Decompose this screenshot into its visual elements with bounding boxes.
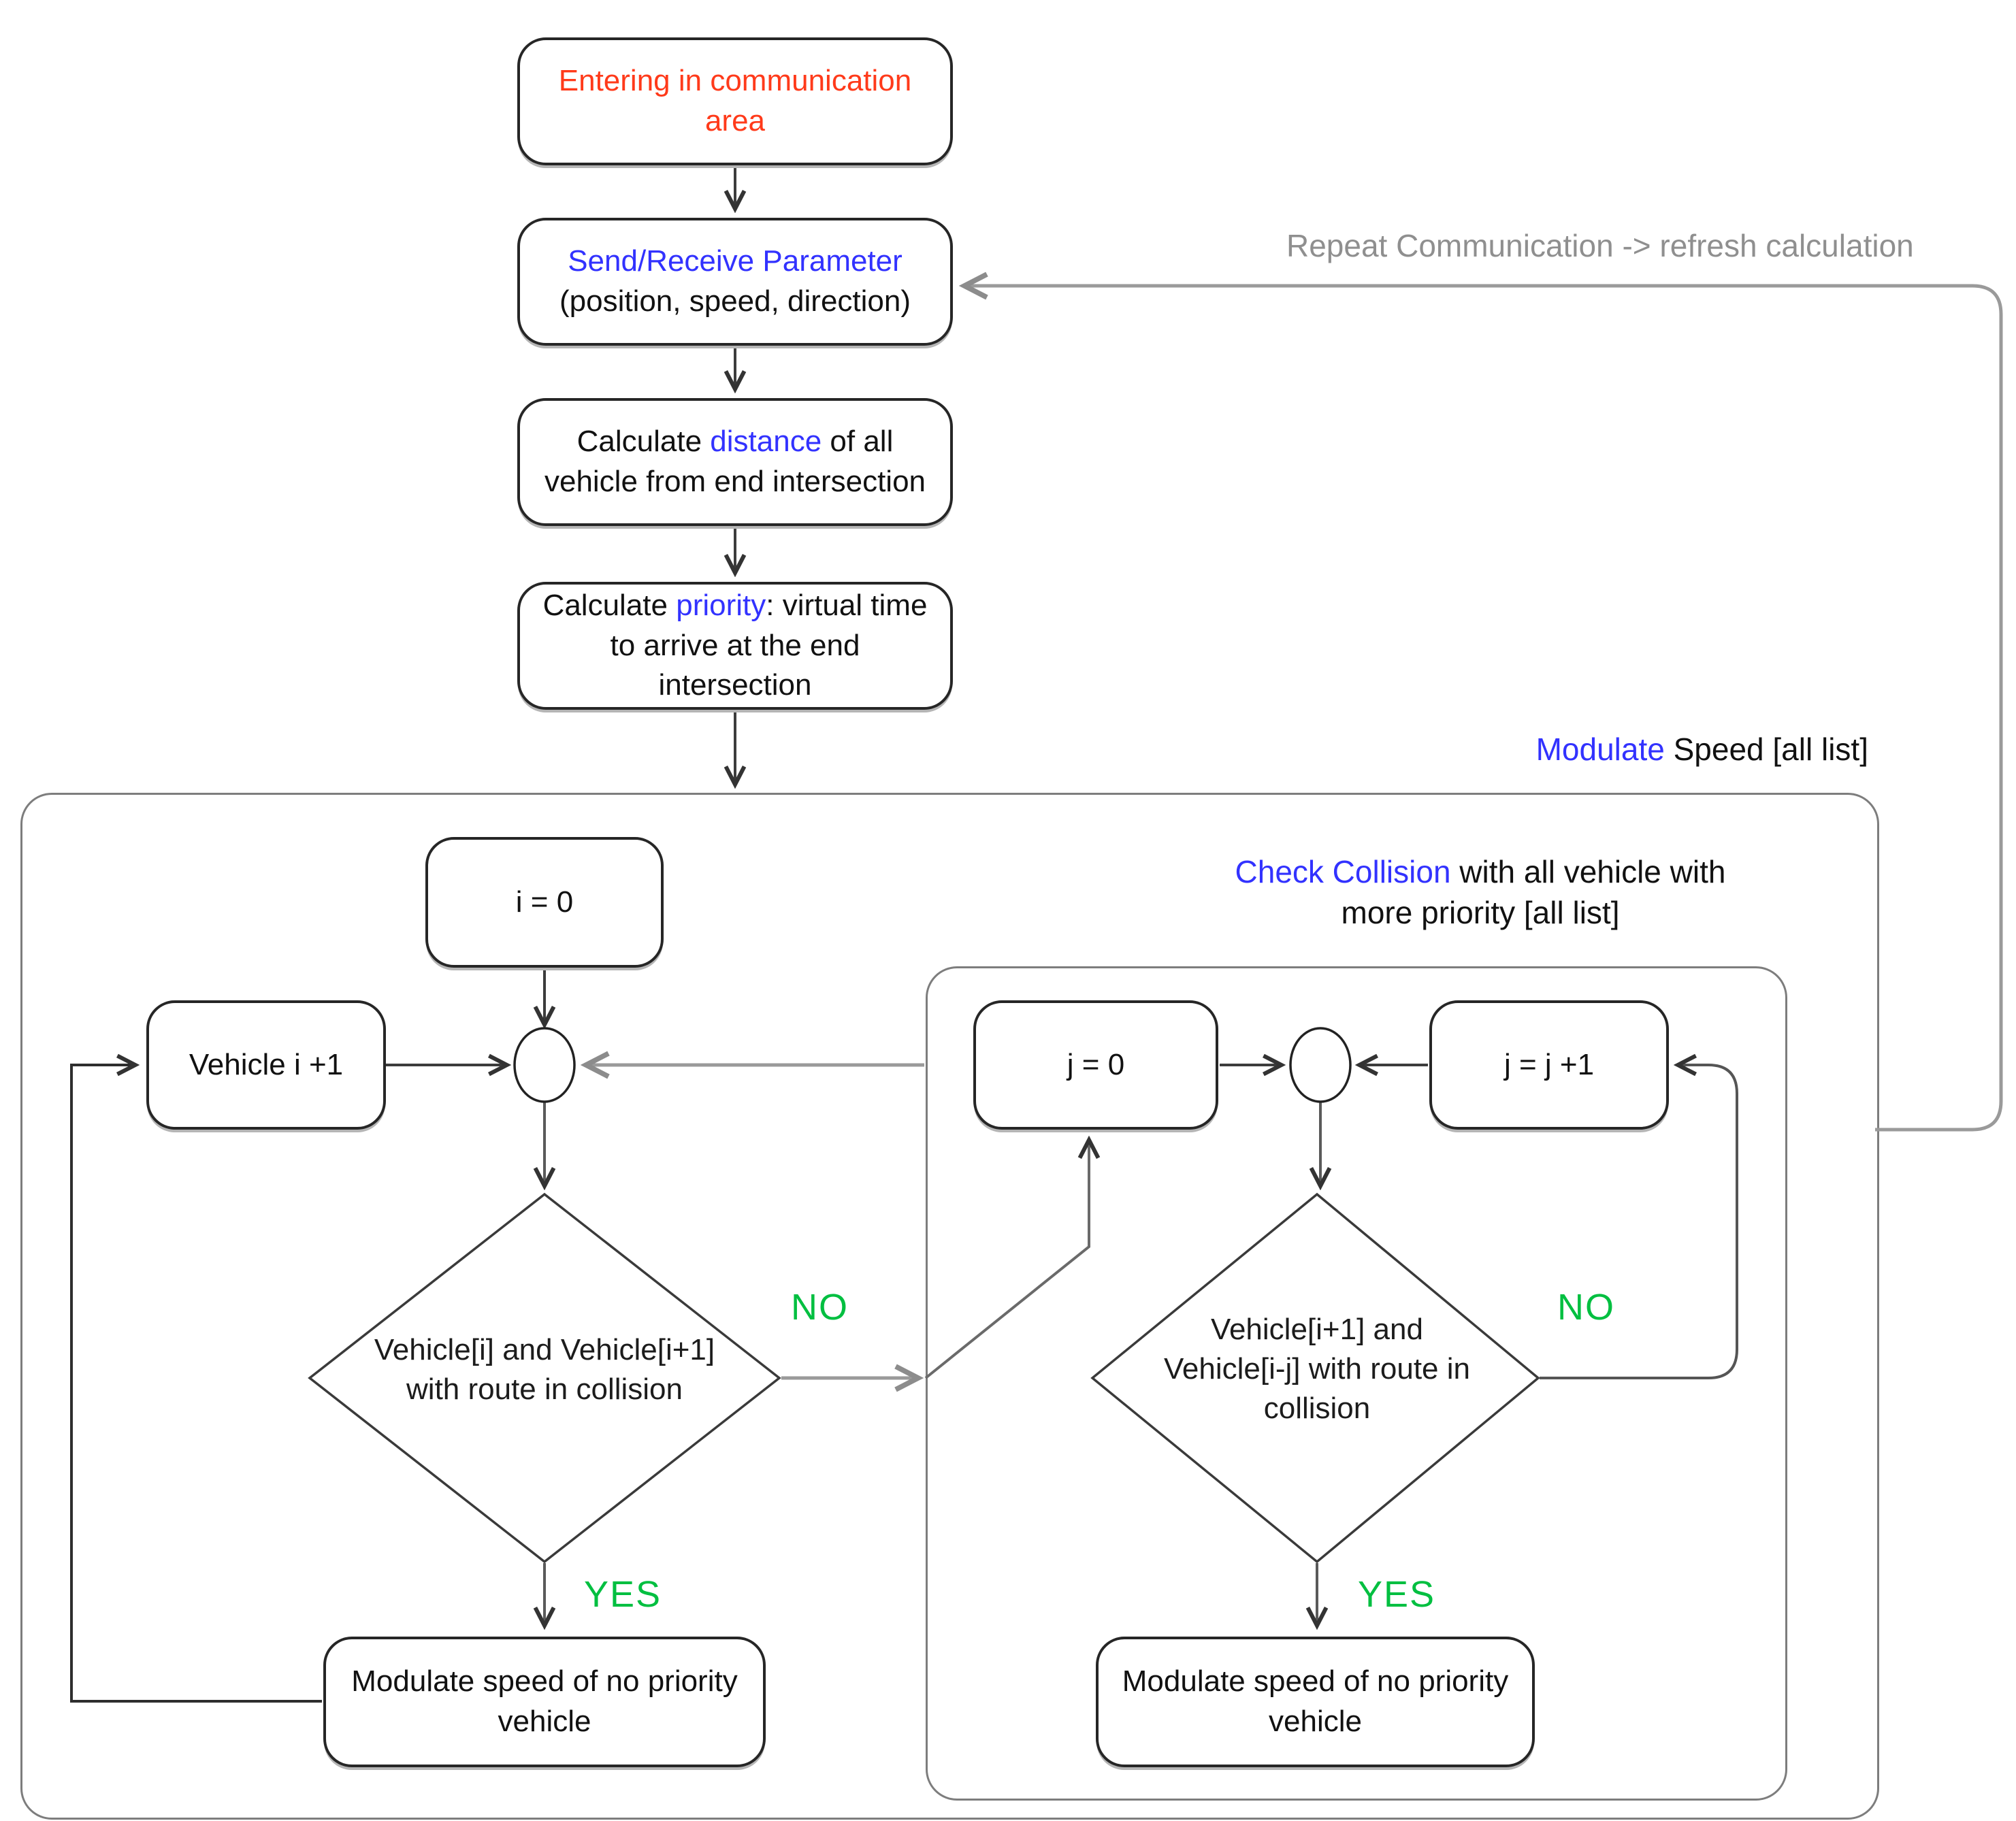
- outer-no-label: NO: [791, 1287, 849, 1328]
- inner-junction-circle: [1289, 1027, 1352, 1103]
- node-entry-label: Entering in communication area: [558, 64, 912, 137]
- check-collision-highlight: Check Collision: [1235, 854, 1451, 889]
- modulate-speed-post: Speed [all list]: [1664, 732, 1868, 767]
- repeat-communication-text: Repeat Communication -> refresh calculat…: [1286, 228, 1914, 263]
- arrow-modulate-to-vehicle: [70, 1065, 322, 1703]
- calc-distance-post: of all vehicle from end intersection: [544, 425, 926, 498]
- node-calc-priority-label: Calculate priority: virtual time to arri…: [538, 586, 932, 706]
- inner-yes-label: YES: [1358, 1574, 1436, 1615]
- node-calc-priority: Calculate priority: virtual time to arri…: [517, 582, 953, 710]
- node-calc-distance-label: Calculate distance of all vehicle from e…: [538, 422, 932, 502]
- node-send-receive-title: Send/Receive Parameter: [568, 244, 903, 278]
- calc-distance-highlight: distance: [710, 425, 822, 459]
- inner-decision-line2: Vehicle[i-j] with route in: [1164, 1352, 1470, 1386]
- calc-priority-post: : virtual time to arrive at the end inte…: [610, 588, 928, 702]
- calc-distance-pre: Calculate: [576, 425, 711, 459]
- check-collision-container: [926, 966, 1787, 1801]
- check-collision-label: Check Collision with all vehicle with mo…: [1208, 852, 1753, 934]
- repeat-communication-label: Repeat Communication -> refresh calculat…: [1286, 226, 1960, 267]
- node-calc-distance: Calculate distance of all vehicle from e…: [517, 398, 953, 526]
- inner-decision-text: Vehicle[i+1] and Vehicle[i-j] with route…: [1113, 1310, 1521, 1428]
- node-modulate-right-label: Modulate speed of no priority vehicle: [1122, 1664, 1509, 1738]
- node-modulate-left: Modulate speed of no priority vehicle: [323, 1637, 766, 1767]
- inner-decision-shape: [1090, 1192, 1540, 1564]
- arrow-inner-no-to-jinc: [1540, 1065, 1738, 1379]
- node-j-init-label: j = 0: [1067, 1047, 1125, 1081]
- outer-decision-shape: [308, 1192, 781, 1564]
- outer-decision-line2: with route in collision: [406, 1373, 683, 1407]
- node-j-increment-label: j = j +1: [1503, 1047, 1595, 1081]
- arrow-inner-entry-to-j0: [924, 1141, 1089, 1379]
- node-send-receive-params: (position, speed, direction): [559, 284, 911, 318]
- node-modulate-right: Modulate speed of no priority vehicle: [1096, 1637, 1535, 1767]
- inner-decision-line1: Vehicle[i+1] and: [1211, 1313, 1423, 1346]
- modulate-speed-label: Modulate Speed [all list]: [1429, 729, 1868, 770]
- outer-yes-label: YES: [584, 1574, 662, 1615]
- node-j-increment: j = j +1: [1429, 1000, 1669, 1130]
- outer-junction-circle: [513, 1027, 576, 1103]
- calc-priority-highlight: priority: [676, 588, 766, 622]
- check-collision-post: with all vehicle with more priority [all…: [1341, 854, 1726, 930]
- node-modulate-left-label: Modulate speed of no priority vehicle: [351, 1664, 738, 1738]
- modulate-speed-container: [20, 793, 1879, 1820]
- inner-no-label: NO: [1557, 1287, 1615, 1328]
- node-entry: Entering in communication area: [517, 37, 953, 165]
- node-send-receive: Send/Receive Parameter (position, speed,…: [517, 218, 953, 346]
- node-i-init-label: i = 0: [515, 885, 574, 919]
- node-i-init: i = 0: [425, 837, 664, 968]
- arrow-repeat-communication: [965, 286, 2003, 1132]
- modulate-speed-highlight: Modulate: [1535, 732, 1665, 767]
- inner-decision-line3: collision: [1263, 1392, 1371, 1426]
- outer-decision-line1: Vehicle[i] and Vehicle[i+1]: [374, 1333, 715, 1366]
- node-vehicle-increment: Vehicle i +1: [146, 1000, 386, 1130]
- calc-priority-pre: Calculate: [542, 588, 677, 622]
- node-vehicle-increment-label: Vehicle i +1: [189, 1047, 344, 1081]
- node-j-init: j = 0: [973, 1000, 1218, 1130]
- outer-decision-text: Vehicle[i] and Vehicle[i+1] with route i…: [334, 1330, 755, 1409]
